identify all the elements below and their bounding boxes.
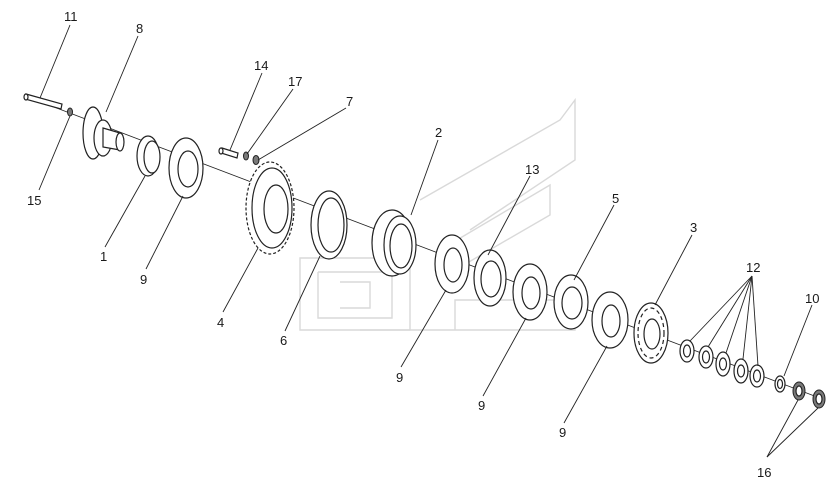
callout-12: 12 — [746, 260, 760, 275]
bearing-3 — [633, 302, 669, 364]
callout-4: 4 — [217, 315, 224, 330]
callout-16: 16 — [757, 465, 771, 480]
leader-lines — [38, 24, 819, 458]
callout-7: 7 — [346, 94, 353, 109]
disc-9b — [434, 234, 470, 294]
callout-17: 17 — [288, 74, 302, 89]
ring-13 — [473, 249, 507, 307]
callout-1: 1 — [100, 249, 107, 264]
callout-labels: 11 8 14 17 7 2 13 5 3 12 10 15 1 9 4 6 9… — [27, 9, 819, 480]
callout-3: 3 — [690, 220, 697, 235]
callout-9-b: 9 — [396, 370, 403, 385]
callout-5: 5 — [612, 191, 619, 206]
callout-13: 13 — [525, 162, 539, 177]
nuts-16 — [792, 381, 826, 409]
pin-11 — [23, 93, 63, 110]
bolt-14 — [218, 147, 239, 159]
disc-9a — [168, 137, 204, 199]
watermark-logo — [299, 97, 576, 331]
spring-washers-12 — [679, 339, 765, 388]
callout-10: 10 — [805, 291, 819, 306]
drum-2 — [371, 209, 417, 277]
callout-8: 8 — [136, 21, 143, 36]
snap-ring-10 — [774, 375, 786, 393]
callout-2: 2 — [435, 125, 442, 140]
plate-6 — [310, 190, 348, 260]
callout-9-c: 9 — [478, 398, 485, 413]
disc-9d — [591, 291, 629, 349]
callout-9-a: 9 — [140, 272, 147, 287]
hub-8 — [82, 106, 125, 160]
nut-7 — [252, 155, 260, 165]
callout-15: 15 — [27, 193, 41, 208]
sprocket-4 — [245, 161, 295, 255]
callout-14: 14 — [254, 58, 268, 73]
ring-1 — [136, 135, 161, 177]
callout-6: 6 — [280, 333, 287, 348]
callout-9-d: 9 — [559, 425, 566, 440]
disc-9c — [512, 263, 548, 321]
washer-15 — [67, 107, 73, 117]
callout-11: 11 — [64, 9, 78, 24]
disc-5 — [553, 274, 589, 330]
